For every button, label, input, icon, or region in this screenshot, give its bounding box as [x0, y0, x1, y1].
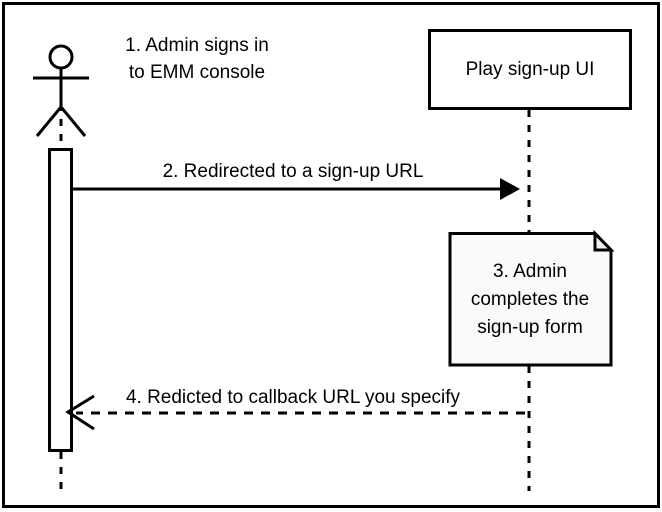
message-2-label: 2. Redirected to a sign-up URL — [163, 161, 424, 182]
message-2-arrowhead-icon — [500, 178, 520, 200]
participant-label: Play sign-up UI — [466, 59, 595, 80]
step-1-line-1: 1. Admin signs in — [125, 35, 269, 56]
message-4[interactable]: 4. Redicted to callback URL you specify — [65, 387, 525, 431]
step-1-annotation: 1. Admin signs in to EMM console — [125, 35, 269, 83]
message-4-arrowhead-icon — [65, 394, 95, 431]
actor-admin[interactable] — [33, 44, 89, 137]
actor-activation-bar — [48, 148, 73, 452]
note-line-1: 3. Admin — [493, 261, 567, 282]
participant-box — [428, 29, 632, 110]
message-2[interactable]: 2. Redirected to a sign-up URL — [71, 161, 520, 200]
note-fold-corner-icon — [593, 229, 615, 252]
actor-head-icon — [48, 44, 74, 70]
actor-leg-left-icon — [35, 106, 63, 137]
step-1-line-2: to EMM console — [129, 62, 265, 83]
message-4-label: 4. Redicted to callback URL you specify — [126, 387, 461, 408]
note-step-3[interactable]: 3. Admin completes the sign-up form — [448, 229, 615, 367]
note-line-3: sign-up form — [477, 317, 583, 338]
actor-leg-right-icon — [59, 106, 87, 137]
participant-play-signup-ui[interactable]: Play sign-up UI — [428, 29, 632, 110]
note-line-2: completes the — [471, 289, 589, 310]
note-shape — [448, 232, 613, 367]
